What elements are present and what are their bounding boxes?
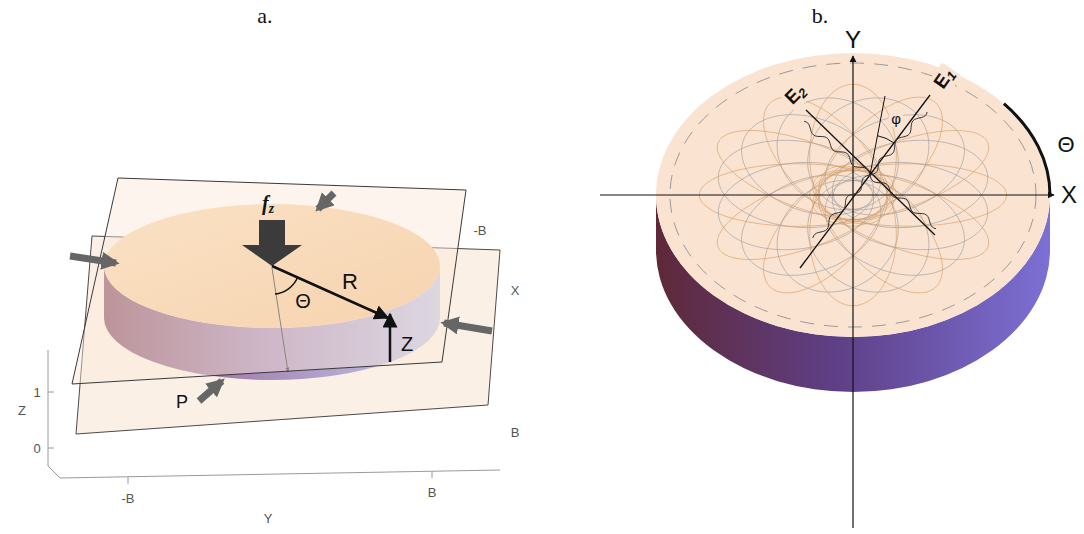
radius-arrow [272, 266, 388, 318]
axis-tick-label: B [511, 426, 520, 439]
label-text: 0 [33, 441, 40, 456]
axis-name: Y [264, 512, 273, 525]
axis-name: Z [18, 404, 26, 417]
label-text: B [511, 425, 520, 440]
label-text: Θ [1057, 132, 1074, 157]
fiber-curve [764, 166, 888, 293]
label-text: X [511, 283, 520, 298]
label-text: Y [845, 26, 861, 53]
theta-rim-arc [1004, 104, 1050, 195]
wavy-fiber [804, 121, 936, 228]
angle-label: Θ [1057, 134, 1074, 156]
direction-label: E1 [928, 62, 961, 95]
axis-tick-label: -B [122, 492, 135, 505]
axis-tick-label: B [428, 486, 437, 499]
axis-name: X [511, 284, 520, 297]
fiber-curve [808, 98, 929, 210]
panel-letter: b. [812, 5, 829, 27]
subscript: z [269, 201, 274, 216]
pressure-arrows [70, 193, 492, 401]
theta-arc [275, 278, 298, 295]
axis-name: X [1061, 183, 1077, 207]
upper-plane [72, 178, 466, 384]
x-axis [600, 194, 1054, 195]
direction-label: E2 [779, 78, 813, 112]
height-arrow [389, 314, 392, 362]
label-text: Y [264, 511, 273, 526]
e1-axis [800, 95, 930, 268]
label-text: Z [18, 403, 26, 418]
label-text: B [428, 485, 437, 500]
angle-label: Θ [295, 291, 311, 311]
label-text: Z [401, 333, 413, 355]
radius-label: R [342, 271, 358, 293]
phi-arc [877, 136, 894, 143]
label-text: φ [891, 110, 901, 127]
label-text: b. [812, 3, 829, 28]
axis-name: Y [845, 28, 861, 52]
height-label: Z [401, 334, 413, 354]
force-label: fz [262, 193, 274, 216]
y-axis [852, 56, 853, 528]
axis-tick-label: 1 [33, 386, 40, 399]
label-text: -B [122, 491, 135, 506]
pressure-label: P [176, 393, 188, 411]
panel-letter: a. [257, 5, 272, 27]
label-text: P [176, 392, 188, 412]
label-text: -B [474, 223, 487, 238]
force-arrow [242, 220, 302, 266]
wavy-fibers [804, 112, 936, 238]
angle-label: φ [889, 110, 903, 127]
label-text: 1 [33, 385, 40, 400]
axis-tick-label: -B [474, 224, 487, 237]
label-text: a. [257, 3, 272, 28]
label-text: Θ [295, 290, 311, 312]
label-text: R [342, 269, 358, 294]
axis-tick-label: 0 [33, 442, 40, 455]
label-text: X [1061, 181, 1077, 208]
label-text: f [262, 192, 269, 214]
fiber-curve [777, 180, 898, 292]
